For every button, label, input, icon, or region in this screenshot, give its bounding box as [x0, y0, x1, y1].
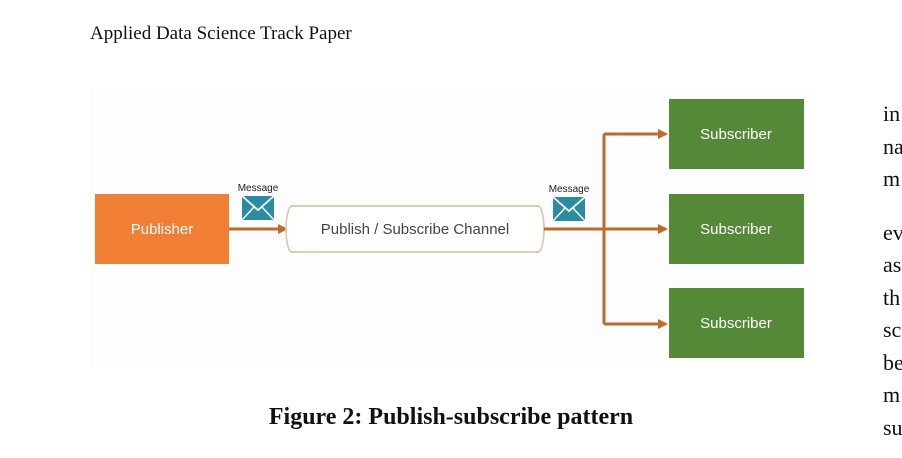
pubsub-diagram: Publisher Message Publish / Subscribe Ch…: [90, 88, 812, 368]
text-fragment: su: [883, 414, 902, 440]
message-label-right: Message: [549, 184, 590, 195]
envelope-icon: [241, 195, 275, 221]
running-header: Applied Data Science Track Paper: [90, 23, 352, 44]
paragraph-gap: [883, 196, 902, 217]
publisher-label: Publisher: [131, 221, 194, 238]
right-column-text: in na m ev as th sc be m su: [883, 98, 902, 444]
subscriber-box: Subscriber: [669, 288, 804, 358]
text-fragment: na: [883, 133, 902, 159]
text-fragment: sc: [883, 317, 902, 342]
figure-caption: Figure 2: Publish-subscribe pattern: [268, 404, 634, 430]
text-fragment: in: [883, 101, 901, 126]
envelope-icon: [552, 196, 586, 222]
publisher-box: Publisher: [95, 194, 229, 264]
pubsub-figure: Publisher Message Publish / Subscribe Ch…: [90, 88, 812, 368]
channel-label: Publish / Subscribe Channel: [321, 221, 509, 238]
text-fragment: m: [883, 166, 901, 191]
text-fragment: be: [883, 349, 902, 375]
message-label-left: Message: [238, 183, 279, 194]
subscriber-label: Subscriber: [700, 126, 772, 143]
text-fragment: th: [883, 284, 901, 310]
text-fragment: as: [883, 252, 902, 277]
channel-pipe: Publish / Subscribe Channel: [285, 205, 545, 253]
subscriber-box: Subscriber: [669, 99, 804, 169]
subscriber-box: Subscriber: [669, 194, 804, 264]
subscriber-label: Subscriber: [700, 221, 772, 238]
text-fragment: ev: [883, 219, 902, 245]
fanout-arrows: [544, 129, 668, 329]
subscriber-label: Subscriber: [700, 315, 772, 332]
text-fragment: m: [883, 382, 901, 407]
